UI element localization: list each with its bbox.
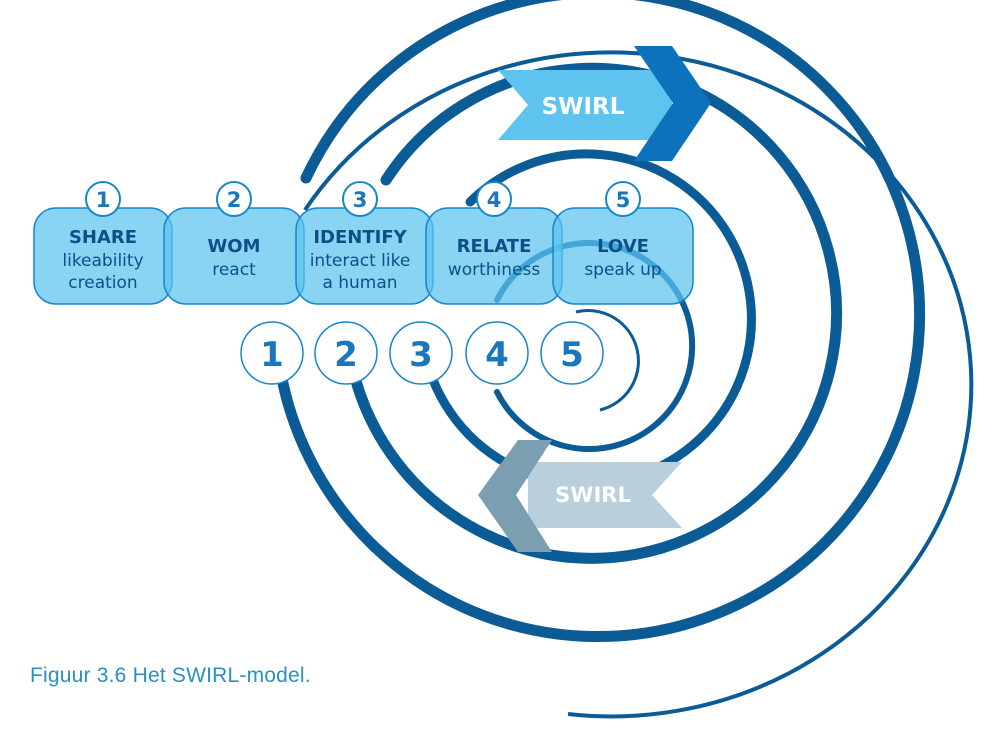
ring-number-1: 1 (240, 321, 304, 385)
spiral-ring-5 (575, 309, 640, 412)
stage-description: interact like (310, 251, 411, 271)
arrow-backward-head (478, 440, 552, 552)
ring-number-label: 4 (485, 335, 509, 375)
stage-number-badge (476, 181, 512, 217)
arrow-forward-body (498, 70, 672, 140)
ring-number-label: 5 (560, 335, 584, 375)
stage-title: SHARE (69, 227, 137, 248)
stage-description: likeability (62, 251, 143, 271)
ring-number-circle (240, 321, 304, 385)
stage-description: worthiness (448, 260, 541, 280)
stage-number: 3 (353, 188, 368, 212)
stage-number-badge (342, 181, 378, 217)
stage-title: RELATE (457, 236, 532, 257)
ring-number-label: 3 (409, 335, 433, 375)
stage-description: speak up (584, 260, 661, 280)
stage-number-badge (85, 181, 121, 217)
stage-number: 1 (96, 188, 111, 212)
ring-number-circle (465, 321, 529, 385)
arrow-forward-head (634, 46, 711, 161)
ring-number-label: 2 (334, 335, 358, 375)
ring-number-4: 4 (465, 321, 529, 385)
arrow-forward-label: SWIRL (542, 94, 625, 120)
stage-number-badge (605, 181, 641, 217)
ring-number-label: 1 (260, 335, 284, 375)
arrow-backward-body (528, 462, 682, 528)
swirl-arrow-backward: SWIRL (478, 440, 682, 552)
stage-number: 2 (227, 188, 242, 212)
stage-description: a human (322, 273, 397, 293)
stage-description: react (212, 260, 256, 280)
stage-title: LOVE (597, 236, 649, 257)
spiral-ring-1 (270, 0, 926, 643)
ring-number-2: 2 (314, 321, 378, 385)
ring-numbers: 1 2 3 4 5 (240, 321, 604, 385)
spiral-ring-3 (419, 149, 756, 489)
swirl-arrow-forward: SWIRL (498, 46, 711, 161)
stage-description: creation (68, 273, 137, 293)
ring-number-5: 5 (540, 321, 604, 385)
ring-number-3: 3 (389, 321, 453, 385)
arrow-backward-label: SWIRL (555, 483, 631, 507)
stage-number: 4 (487, 188, 502, 212)
ring-number-circle (540, 321, 604, 385)
stage-number-badge (216, 181, 252, 217)
ring-number-circle (389, 321, 453, 385)
spiral-ring-2 (342, 62, 842, 564)
stage-title: IDENTIFY (313, 227, 407, 248)
figure-caption: Figuur 3.6 Het SWIRL-model. (30, 664, 311, 687)
spiral-tail (303, 50, 974, 719)
stage-title: WOM (207, 236, 260, 257)
ring-number-circle (314, 321, 378, 385)
spiral (270, 0, 974, 719)
stage-number: 5 (616, 188, 631, 212)
